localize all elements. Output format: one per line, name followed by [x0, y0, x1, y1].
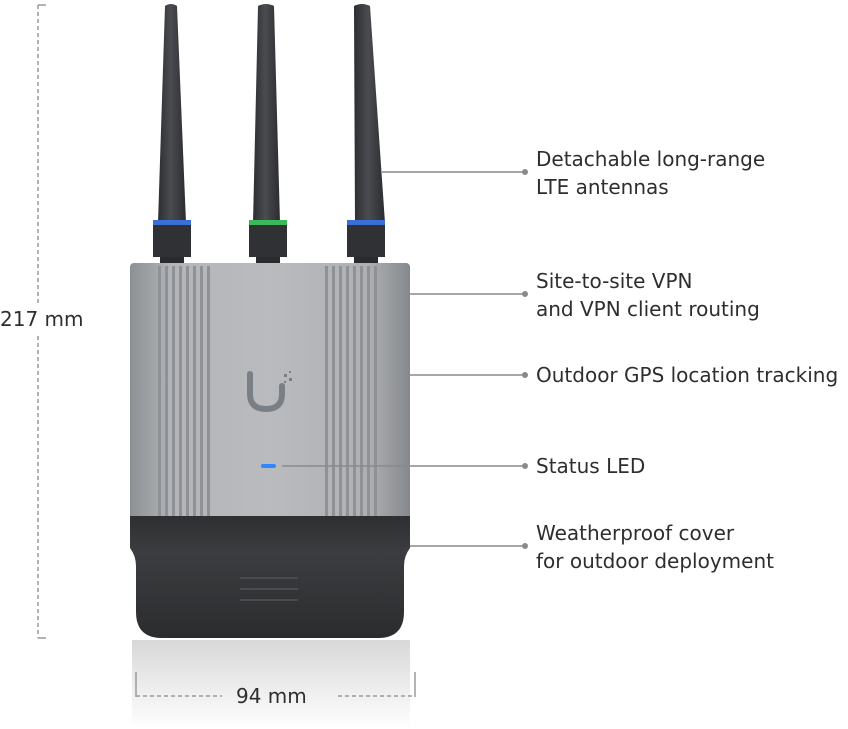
height-dimension-line [37, 4, 46, 639]
callout-vpn: Site-to-site VPN and VPN client routing [536, 267, 760, 323]
callout-gps: Outdoor GPS location tracking [536, 361, 838, 389]
antenna-ring-green [249, 220, 287, 225]
width-dimension-label: 94 mm [236, 684, 307, 708]
callout-led-line1: Status LED [536, 454, 646, 478]
heat-fins-left [158, 266, 210, 516]
status-led [261, 464, 276, 468]
antenna-left [153, 4, 191, 265]
antenna-ring-blue [153, 220, 191, 225]
brand-logo-icon [247, 371, 292, 413]
callout-vpn-line1: Site-to-site VPN [536, 269, 693, 293]
callout-gps-line1: Outdoor GPS location tracking [536, 363, 839, 387]
weatherproof-cover [130, 516, 410, 638]
callout-antennas: Detachable long-range LTE antennas [536, 145, 765, 201]
callout-cover: Weatherproof cover for outdoor deploymen… [536, 519, 774, 575]
callout-cover-line2: for outdoor deployment [536, 549, 774, 573]
callout-cover-line1: Weatherproof cover [536, 521, 735, 545]
antenna-ring-blue [347, 220, 385, 225]
callout-led: Status LED [536, 452, 645, 480]
callout-antennas-line2: LTE antennas [536, 175, 669, 199]
device-reflection [132, 640, 410, 729]
callout-lines [282, 169, 528, 549]
callout-vpn-line2: and VPN client routing [536, 297, 760, 321]
width-dimension-line [135, 672, 416, 697]
antenna-right [347, 4, 385, 265]
antenna-center [249, 4, 287, 265]
height-dimension-label: 217 mm [0, 307, 84, 331]
callout-antennas-line1: Detachable long-range [536, 147, 766, 171]
heat-fins-right [325, 266, 377, 516]
